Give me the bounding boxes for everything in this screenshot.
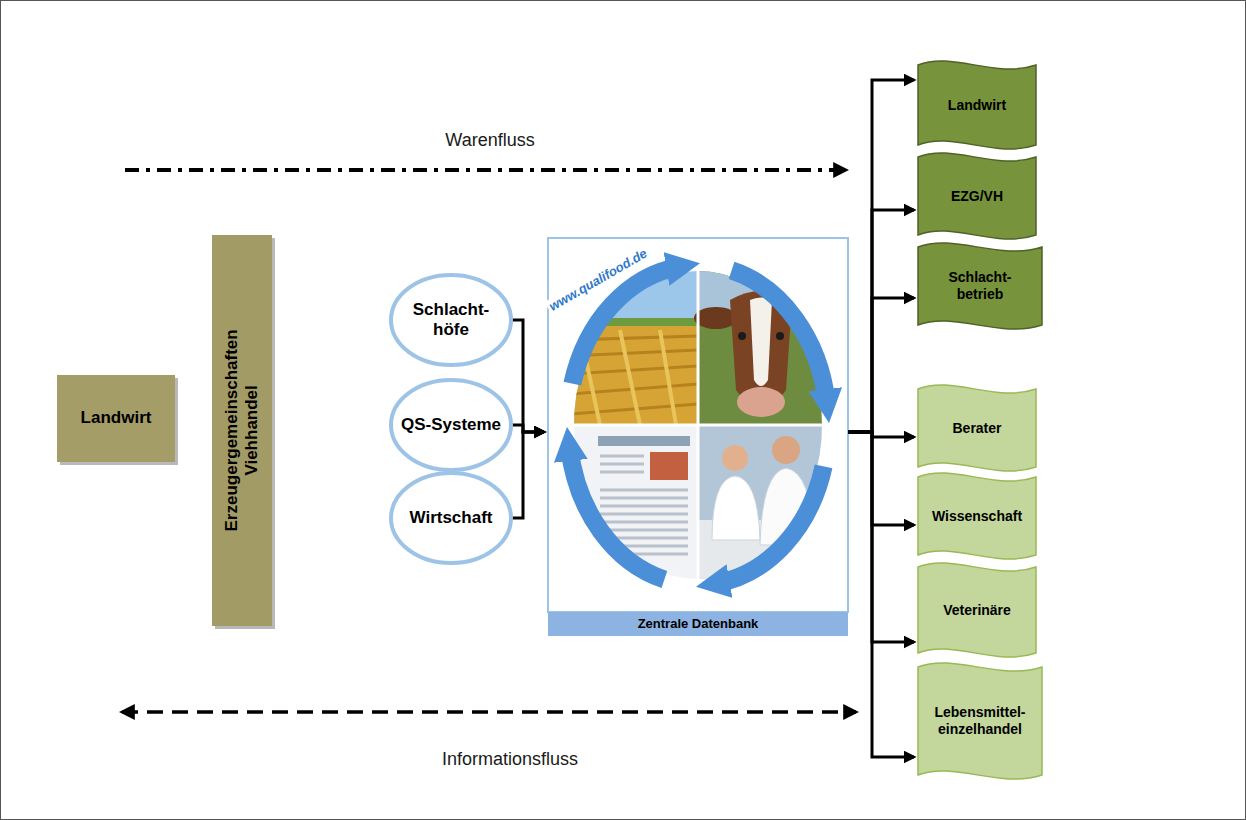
cycle-arrows: [732, 270, 827, 402]
recipient-flag: Landwirt: [918, 58, 1036, 152]
illustration-photos: [776, 332, 784, 340]
node-text: Erzeugergemeinschaften Viehhandel: [222, 301, 263, 561]
flag-outline: [918, 473, 1036, 559]
connector-arrow: [848, 432, 914, 757]
flag-outline: [918, 663, 1042, 779]
information-flow-arrow: [122, 710, 856, 714]
label-bar: Zentrale Datenbank: [548, 612, 848, 636]
flow-label: Warenfluss: [445, 130, 534, 152]
source-ellipse: Schlacht- höfe: [389, 273, 513, 367]
illustration-photos: [750, 298, 772, 387]
database-box: www.qualifood.deZentrale Datenbank: [548, 238, 848, 636]
ellipse-outline: [391, 473, 511, 563]
flag-outline: [918, 153, 1036, 239]
cycle-arrows: [569, 267, 826, 584]
illustration-photos: [712, 476, 760, 540]
source-ellipse: QS-Systeme: [389, 378, 513, 472]
connector-arrow: [848, 432, 914, 525]
recipient-flag: Lebensmittel- einzelhandel: [918, 660, 1042, 782]
illustration-photos: [598, 436, 690, 446]
node-text: Berater: [952, 420, 1001, 437]
flow-label: Informationsfluss: [442, 749, 578, 771]
node-text: Lebensmittel- einzelhandel: [930, 704, 1030, 738]
illustration-photos: [722, 445, 748, 471]
recipient-flag: Schlacht- betrieb: [918, 240, 1042, 332]
goods-flow-arrow: [125, 168, 846, 172]
node-text: Schlacht- betrieb: [930, 269, 1030, 303]
source-ellipse: Wirtschaft: [389, 471, 513, 565]
connector-arrow: [848, 210, 914, 432]
ellipse-outline: [391, 380, 511, 470]
cycle-arrows: [716, 466, 824, 583]
flag-outline: [918, 385, 1036, 471]
farmer-box: Landwirt: [57, 375, 175, 462]
node-text: QS-Systeme: [401, 415, 501, 435]
node-text: Veterinäre: [943, 602, 1011, 619]
illustration-photos: [737, 387, 785, 417]
illustration-frame: [548, 238, 848, 612]
connector-arrow: [848, 432, 914, 642]
node-text: Wirtschaft: [410, 508, 493, 528]
illustration-photos: [570, 425, 698, 582]
illustration-photos: [650, 452, 688, 480]
recipient-flag: Veterinäre: [918, 560, 1036, 660]
recipient-flag: Wissenschaft: [918, 470, 1036, 562]
flag-outline: [918, 61, 1036, 149]
recipient-flag: EZG/VH: [918, 150, 1036, 242]
connector-arrow: [512, 320, 544, 432]
node-text: Wissenschaft: [932, 508, 1022, 525]
illustration-photos: [772, 436, 800, 464]
illustration-photos: [738, 332, 746, 340]
node-text: www.qualifood.de: [544, 245, 651, 316]
cycle-arrows: [569, 447, 664, 579]
node-text: Zentrale Datenbank: [638, 616, 759, 632]
node-text: Schlacht- höfe: [407, 300, 495, 341]
connectors: [512, 80, 914, 757]
connector-arrow: [848, 80, 914, 432]
flag-outline: [918, 243, 1042, 329]
recipient-flag: Berater: [918, 382, 1036, 474]
producer-group-box: Erzeugergemeinschaften Viehhandel: [212, 235, 272, 626]
node-text: Landwirt: [81, 408, 152, 428]
illustration-photos: [698, 268, 826, 425]
node-text: EZG/VH: [951, 188, 1003, 205]
database-illustration: [548, 238, 848, 612]
node-text: Landwirt: [948, 97, 1006, 114]
ellipse-outline: [391, 275, 511, 365]
connector-arrow: [848, 298, 914, 432]
flag-outline: [918, 563, 1036, 657]
connector-arrow: [512, 432, 544, 518]
